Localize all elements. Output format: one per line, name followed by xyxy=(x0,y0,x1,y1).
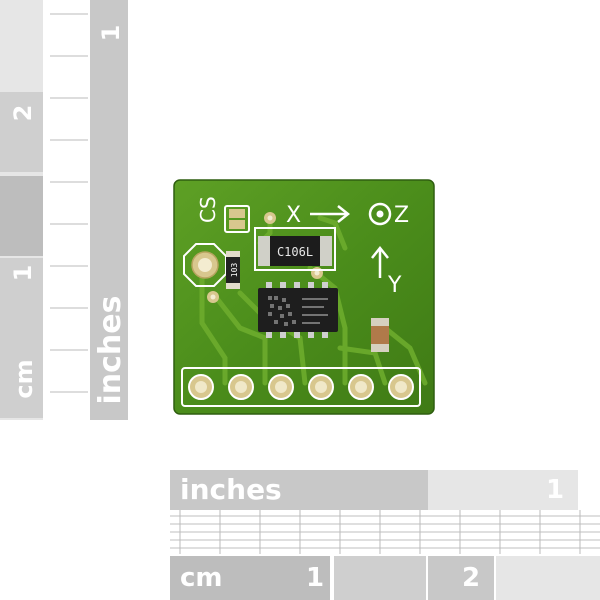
horizontal-cm-number-2: 2 xyxy=(462,563,481,593)
y-axis-label: Y xyxy=(387,273,402,298)
cs-label: CS xyxy=(196,196,220,223)
horizontal-inches-label: inches xyxy=(180,473,282,506)
x-axis-arrow-icon xyxy=(310,205,351,223)
vertical-inch-number-1: 1 xyxy=(97,24,125,42)
inductor-marking: C106L xyxy=(277,245,313,259)
horizontal-cm-number-1: 1 xyxy=(306,563,325,593)
z-axis-label: Z xyxy=(394,203,409,228)
vertical-inches-label: inches xyxy=(93,295,128,405)
y-axis-arrow-icon xyxy=(371,245,389,278)
vertical-cm-number-1: 1 xyxy=(9,264,37,282)
cs-jumper-pads xyxy=(224,205,250,233)
horizontal-cm-scale xyxy=(170,556,330,600)
resistor-marking: 103 xyxy=(230,263,239,278)
horizontal-ruler: inches 1 cm 1 2 xyxy=(170,470,600,600)
smd-resistor: 103 xyxy=(226,251,240,289)
accelerometer-chip xyxy=(258,282,338,338)
smd-capacitor xyxy=(371,318,389,352)
z-axis-circle-icon xyxy=(368,202,392,226)
inductor: C106L xyxy=(258,236,332,266)
horizontal-cm-label: cm xyxy=(180,563,223,593)
horizontal-inches-scale xyxy=(170,470,428,510)
mounting-hole xyxy=(183,243,227,287)
vertical-ruler: inches 1 cm 1 2 xyxy=(0,0,130,420)
vertical-inches-scale xyxy=(90,0,128,420)
horizontal-ruler-ticks xyxy=(170,510,600,554)
vertical-cm-number-2: 2 xyxy=(9,104,37,122)
horizontal-inch-number-1: 1 xyxy=(546,475,565,505)
inductor-outline xyxy=(254,227,336,271)
x-axis-label: X xyxy=(286,203,301,228)
header-pin-row xyxy=(181,367,421,407)
vertical-cm-label: cm xyxy=(10,359,38,399)
accelerometer-breakout-board: CS 103 xyxy=(173,179,435,415)
vertical-ruler-ticks xyxy=(43,0,89,420)
